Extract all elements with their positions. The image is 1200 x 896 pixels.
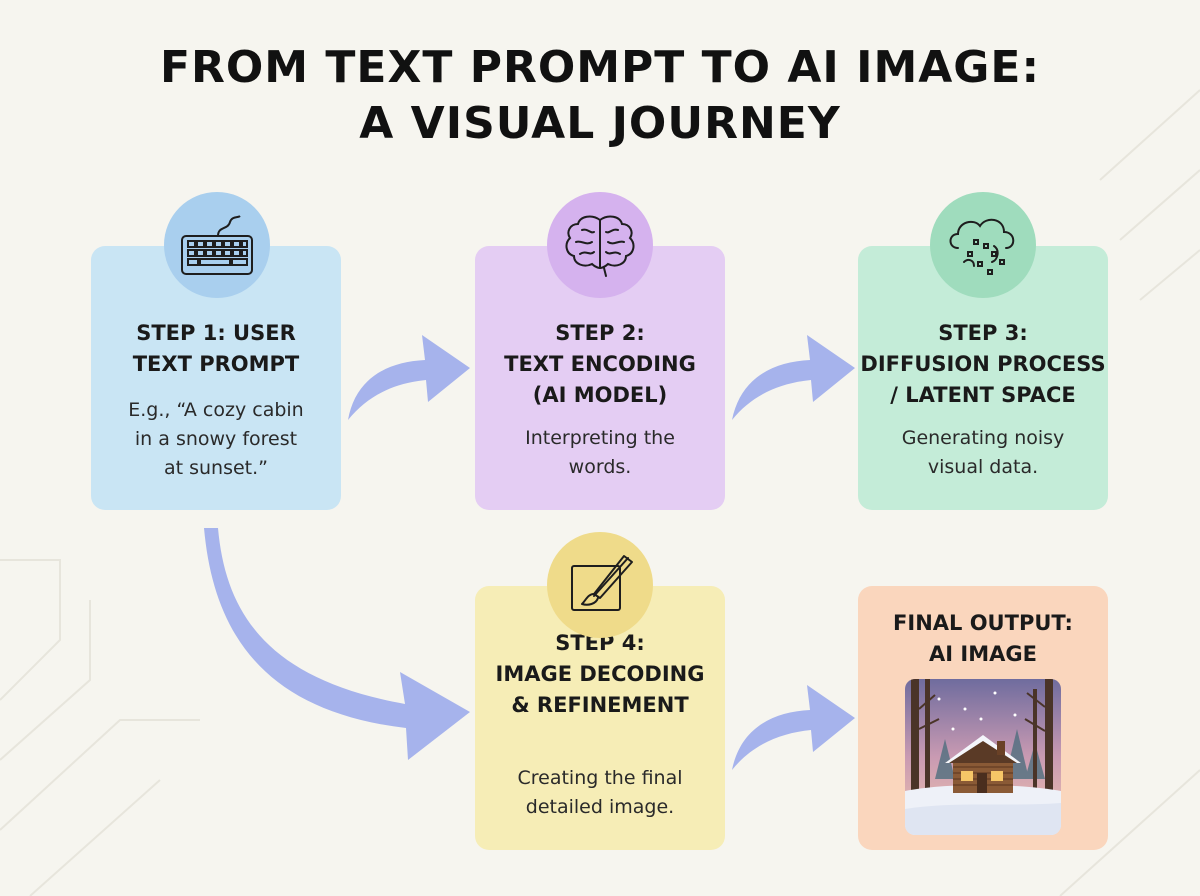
step-4-icon-circle	[547, 532, 653, 638]
step-2-title: STEP 2: TEXT ENCODING (AI MODEL)	[504, 321, 696, 407]
title-line-2: A VISUAL JOURNEY	[359, 98, 841, 149]
step-1-description: E.g., “A cozy cabin in a snowy forest at…	[128, 399, 304, 479]
step-1-card: STEP 1: USER TEXT PROMPT E.g., “A cozy c…	[91, 246, 341, 510]
step-2-description: Interpreting the words.	[525, 427, 675, 478]
step-3-description: Generating noisy visual data.	[901, 427, 1065, 478]
step-3-title: STEP 3: DIFFUSION PROCESS / LATENT SPACE	[860, 321, 1106, 407]
step-1-icon-circle	[164, 192, 270, 298]
step-3-icon-circle	[930, 192, 1036, 298]
snowy-cabin-image	[905, 679, 1061, 835]
paintbrush-canvas-icon	[571, 555, 633, 611]
cloud-noise-icon	[949, 218, 1015, 275]
keyboard-icon	[181, 215, 253, 275]
brain-icon	[565, 215, 635, 277]
step-1-title: STEP 1: USER TEXT PROMPT	[132, 321, 300, 376]
title-line-1: FROM TEXT PROMPT TO AI IMAGE:	[159, 42, 1041, 93]
final-output-card: FINAL OUTPUT: AI IMAGE	[858, 586, 1108, 850]
step-2-icon-circle	[547, 192, 653, 298]
step-4-title: STEP 4: IMAGE DECODING & REFINEMENT	[495, 631, 705, 717]
step-4-description: Creating the final detailed image.	[517, 767, 683, 818]
page-title: FROM TEXT PROMPT TO AI IMAGE: A VISUAL J…	[0, 40, 1200, 152]
final-output-title: FINAL OUTPUT: AI IMAGE	[893, 611, 1073, 666]
